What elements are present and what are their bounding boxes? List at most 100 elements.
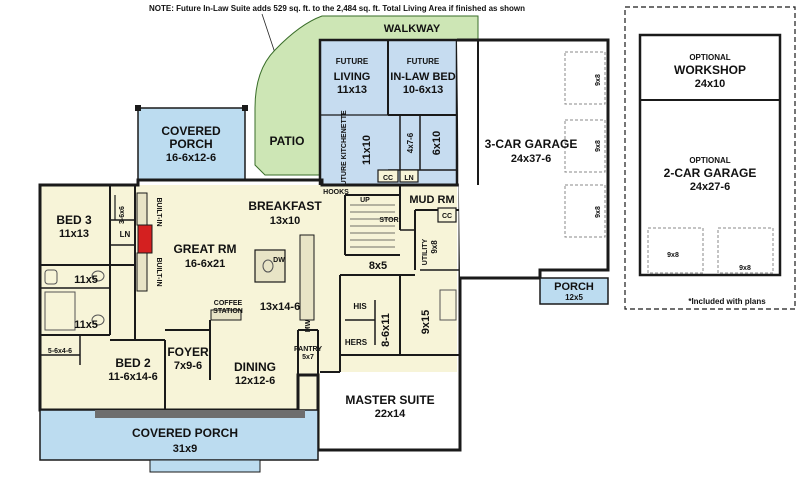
optional-bay-outline xyxy=(647,227,704,274)
sink xyxy=(91,314,105,326)
covered-porch-rear-dim: 16-6x12-6 xyxy=(166,152,216,164)
covered-porch-rear-name: COVERED xyxy=(161,124,221,138)
storage-label: STOR. xyxy=(379,217,400,224)
included-note: *Included with plans xyxy=(688,297,766,306)
built-in-label-top: BUILT-IN xyxy=(155,197,162,226)
optional-structure-box xyxy=(624,6,796,310)
kitchen-island xyxy=(254,249,286,283)
coffee-label: COFFEE xyxy=(214,300,243,307)
note-text: NOTE: Future In-Law Suite adds 529 sq. f… xyxy=(149,4,525,13)
dishwasher-label: DW xyxy=(273,257,285,264)
closet-3x6-dim: 3-6x6 xyxy=(119,206,126,224)
master-suite-dim: 22x14 xyxy=(375,408,406,420)
optional-garage-tag: OPTIONAL xyxy=(689,156,730,165)
bath-11x5a-dim: 11x5 xyxy=(74,274,98,286)
coffee-station-counter xyxy=(210,309,242,321)
kitchen-dim: 13x14-6 xyxy=(260,301,300,313)
breakfast-dim: 13x10 xyxy=(270,215,301,227)
foyer-dim: 7x9-6 xyxy=(174,360,202,372)
covered-porch-rear-name2: PORCH xyxy=(169,137,212,151)
hers-label: HERS xyxy=(345,338,368,347)
future-inlaw-bed-name: IN-LAW BED xyxy=(390,71,455,83)
bath-11x5b-dim: 11x5 xyxy=(74,319,98,331)
station-label: STATION xyxy=(213,308,243,315)
garage-bay-outline xyxy=(564,51,606,105)
future-living-name: LIVING xyxy=(334,71,371,83)
pantry-dim: 5x7 xyxy=(302,354,314,361)
foyer-name: FOYER xyxy=(167,345,209,359)
optional-garage-name: 2-CAR GARAGE xyxy=(664,166,757,180)
bed3-name: BED 3 xyxy=(56,213,92,227)
three-car-garage-name: 3-CAR GARAGE xyxy=(485,137,578,151)
coat-closet-mud xyxy=(437,207,457,223)
mud-rm-name: MUD RM xyxy=(409,194,454,206)
walkway-patio-area xyxy=(254,15,479,176)
linen-label: LN xyxy=(120,230,131,239)
dining-name: DINING xyxy=(234,360,276,374)
garage-bay-outline xyxy=(564,119,606,173)
tub xyxy=(44,291,76,331)
pantry-name: PANTRY xyxy=(294,346,322,353)
closet-4x7-dim: 4x7-6 xyxy=(406,132,415,153)
great-rm-dim: 16-6x21 xyxy=(185,258,225,270)
workshop-dim: 24x10 xyxy=(695,78,726,90)
island-sink xyxy=(262,259,274,273)
future-inlaw-bed-dim: 10-6x13 xyxy=(403,84,443,96)
coat-closet xyxy=(377,169,399,183)
master-bath-dim: 9x15 xyxy=(420,310,432,334)
fireplace xyxy=(137,224,153,254)
walkway-label: WALKWAY xyxy=(384,23,441,35)
bath-6x10-dim: 6x10 xyxy=(431,131,443,155)
cc-label-top: CC xyxy=(383,175,393,182)
side-porch-dim: 12x5 xyxy=(565,293,583,302)
three-car-garage xyxy=(457,38,610,280)
optional-bay-dim-2: 9x8 xyxy=(739,265,751,272)
side-porch xyxy=(539,277,609,305)
future-living-tag: FUTURE xyxy=(336,57,369,66)
his-label: HIS xyxy=(353,302,367,311)
hall-8x5-dim: 8x5 xyxy=(369,260,387,272)
optional-bay-dim-1: 9x8 xyxy=(667,252,679,259)
toilet xyxy=(44,269,58,285)
covered-porch-front-name: COVERED PORCH xyxy=(132,426,238,440)
porch-post xyxy=(242,105,248,111)
optional-garage-dim: 24x27-6 xyxy=(690,181,730,193)
bed2-dim: 11-6x14-6 xyxy=(108,371,158,383)
patio-label: PATIO xyxy=(270,134,305,148)
bathtub xyxy=(439,289,457,321)
built-in-label-bottom: BUILT-IN xyxy=(155,257,162,286)
linen-closet xyxy=(399,169,419,183)
future-kitchenette-name: FUTURE KITCHENETTE xyxy=(341,110,348,190)
garage-bay-outline xyxy=(564,184,606,238)
front-steps xyxy=(149,459,261,473)
bay-dim-1: 9x8 xyxy=(595,74,602,86)
ln-label-top: LN xyxy=(404,175,413,182)
side-porch-name: PORCH xyxy=(554,281,594,293)
covered-porch-rear xyxy=(137,107,246,181)
future-living-dim: 11x13 xyxy=(337,84,367,96)
sink xyxy=(91,270,105,282)
microwave-label: MW xyxy=(305,319,312,332)
closet-5x4-dim: 5-6x4-6 xyxy=(48,348,72,355)
bay-dim-2: 9x8 xyxy=(595,140,602,152)
built-in-cabinet xyxy=(136,252,148,292)
bay-dim-3: 9x8 xyxy=(595,206,602,218)
future-kitchenette-dim: 11x10 xyxy=(361,135,373,165)
optional-garage-walls xyxy=(638,33,782,277)
bed2-name: BED 2 xyxy=(115,356,151,370)
workshop-name: WORKSHOP xyxy=(674,63,746,77)
dining-dim: 12x12-6 xyxy=(235,375,275,387)
built-in-cabinet xyxy=(136,192,148,226)
utility-dim: 9x8 xyxy=(430,240,439,254)
staircase xyxy=(350,204,395,248)
optional-bay-outline xyxy=(717,227,774,274)
utility-name: UTILITY xyxy=(422,238,429,265)
future-inlaw-bed-tag: FUTURE xyxy=(407,57,440,66)
covered-porch-front-dim: 31x9 xyxy=(173,443,197,455)
great-rm-name: GREAT RM xyxy=(173,242,236,256)
kitchen-counter xyxy=(299,234,315,321)
master-suite-name: MASTER SUITE xyxy=(345,393,434,407)
hooks-label: HOOKS xyxy=(323,189,349,196)
cc-label-mud: CC xyxy=(442,213,452,220)
